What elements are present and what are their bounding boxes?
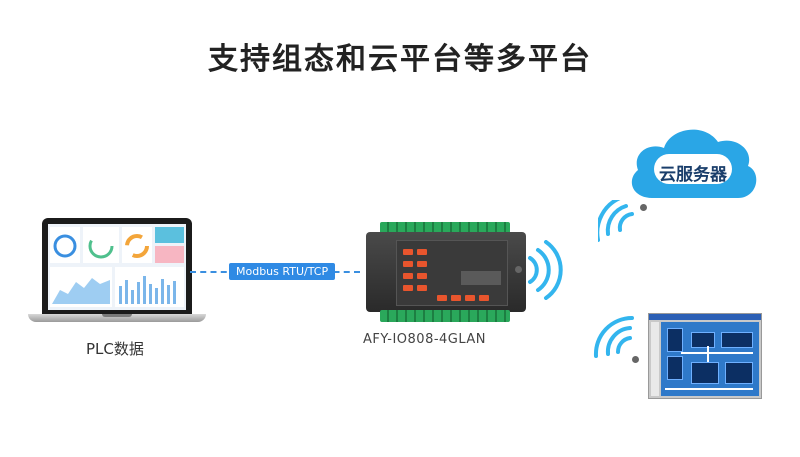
laptop-base (28, 314, 206, 322)
device-led (479, 295, 489, 301)
dashboard-graphic (48, 224, 186, 310)
protocol-tag: Modbus RTU/TCP (229, 263, 336, 280)
scada-pipe (681, 352, 753, 354)
device-led (451, 295, 461, 301)
scada-unit (725, 362, 753, 384)
device-led (403, 273, 413, 279)
scada-unit (721, 332, 753, 348)
wifi-icon (598, 200, 634, 242)
dashboard-screen (48, 224, 186, 310)
scada-unit (691, 362, 719, 384)
scada-sidebar (651, 322, 659, 396)
terminal-block-bottom (380, 310, 510, 322)
cloud-server-label: 云服务器 (659, 165, 727, 185)
wifi-icon (528, 240, 563, 300)
laptop-screen-frame (42, 218, 192, 314)
laptop-image (28, 218, 206, 326)
wifi-icon (593, 316, 634, 358)
scada-tank (667, 328, 683, 352)
scada-pipe (707, 346, 709, 362)
device-led (465, 295, 475, 301)
cloud-icon (631, 129, 757, 198)
scada-unit (691, 332, 715, 348)
page-title: 支持组态和云平台等多平台 (208, 42, 592, 77)
scada-panel (661, 322, 759, 396)
device-body (366, 232, 526, 312)
scada-screen-image (648, 313, 762, 399)
device-led (417, 261, 427, 267)
io-device-image (360, 222, 532, 322)
device-led (417, 249, 427, 255)
device-led (403, 249, 413, 255)
device-led (417, 285, 427, 291)
scada-titlebar (649, 314, 761, 320)
device-model-caption: AFY-IO808-4GLAN (363, 332, 487, 347)
laptop-notch (102, 314, 132, 317)
cloud-signal-receiver (640, 204, 647, 211)
device-signal-source (515, 266, 522, 273)
terminal-block-top (380, 222, 510, 234)
device-led (417, 273, 427, 279)
scada-tank (667, 356, 683, 380)
scada-signal-receiver (632, 356, 639, 363)
device-led (403, 261, 413, 267)
device-led (437, 295, 447, 301)
device-nameplate (461, 271, 501, 285)
device-led (403, 285, 413, 291)
plc-data-caption: PLC数据 (86, 340, 144, 358)
scada-pipe (665, 388, 753, 390)
device-face (396, 240, 508, 306)
